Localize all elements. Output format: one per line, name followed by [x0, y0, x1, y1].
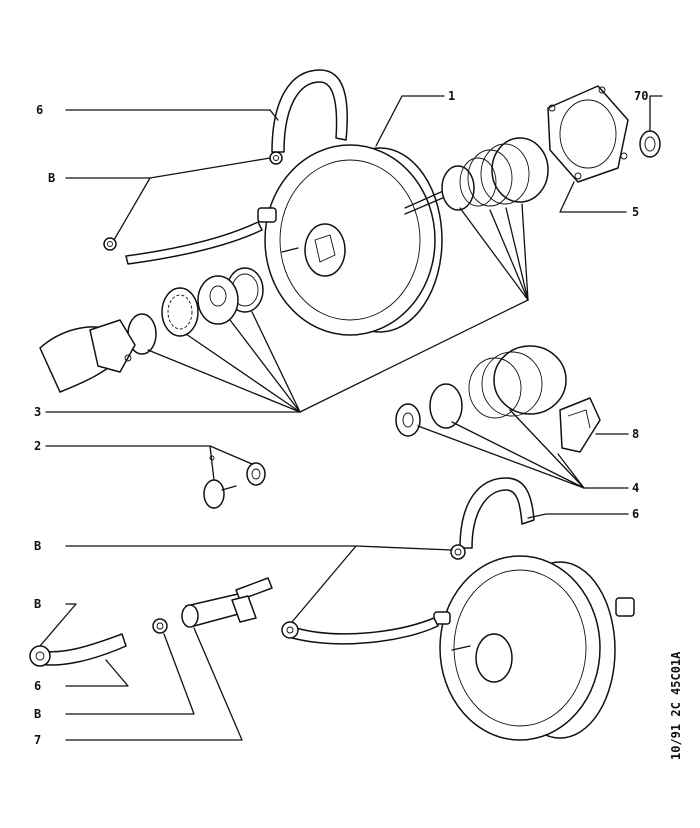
master-cylinder-stub	[39, 319, 136, 393]
callout-4: 4	[632, 481, 639, 495]
seal-ring-set	[127, 267, 264, 355]
brake-servo-body-upper	[257, 144, 443, 336]
hose-clip-tee	[152, 618, 168, 634]
vacuum-hose-lower	[459, 477, 535, 549]
callout-6-top: 6	[36, 103, 43, 117]
vacuum-hose-top	[271, 69, 348, 153]
brake-servo-body-lower	[433, 555, 635, 741]
screw-and-washer	[203, 455, 266, 509]
hose-stub-bottom	[29, 633, 127, 667]
leader-lines	[39, 95, 663, 741]
hose-clip-mid	[450, 544, 466, 560]
callout-b-low: B	[34, 597, 41, 611]
small-hose-lower	[281, 617, 439, 645]
callout-70: 70	[634, 89, 648, 103]
callout-1: 1	[448, 89, 455, 103]
bellows-boot-upper	[441, 137, 549, 211]
callout-3: 3	[34, 405, 41, 419]
callout-6-bottom: 6	[34, 679, 41, 693]
gasket-plate	[547, 85, 629, 183]
callout-8: 8	[632, 427, 639, 441]
callout-5: 5	[632, 205, 639, 219]
bellows-boot-lower	[395, 345, 567, 437]
callout-6-right: 6	[632, 507, 639, 521]
nut-70	[639, 130, 661, 158]
callout-7: 7	[34, 733, 41, 747]
callout-b-mid: B	[34, 539, 41, 553]
retaining-clip	[559, 397, 601, 453]
hose-clip-top	[269, 151, 283, 165]
tee-connector	[181, 577, 273, 628]
callout-b-bottom: B	[34, 707, 41, 721]
callout-b-top: B	[48, 171, 55, 185]
small-hose-upper	[103, 221, 263, 265]
callout-2: 2	[34, 439, 41, 453]
reference-code: 10/91 2C 45C01A	[669, 651, 683, 760]
